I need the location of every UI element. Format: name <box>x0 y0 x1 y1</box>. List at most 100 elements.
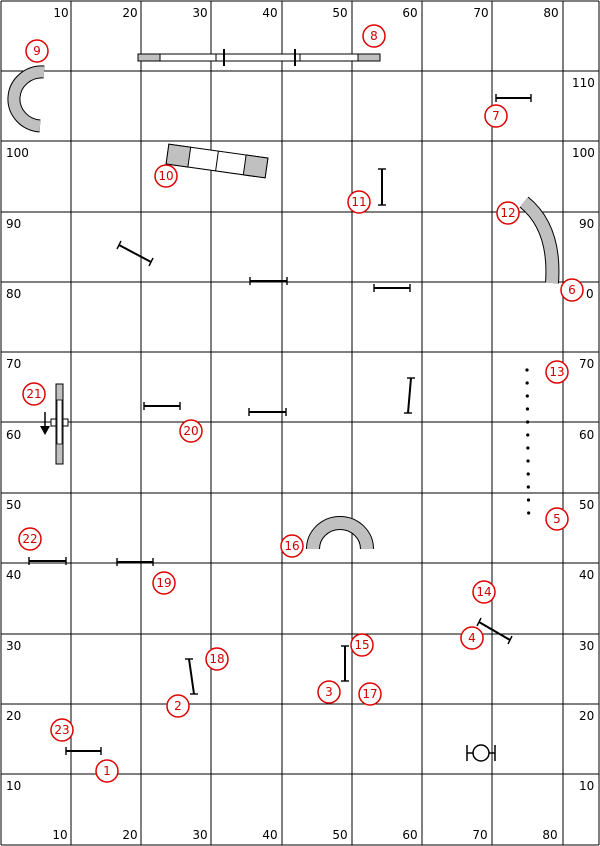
weave-pole <box>526 459 530 463</box>
bottom-label: 10 <box>52 828 67 842</box>
svg-text:19: 19 <box>156 576 171 590</box>
svg-text:17: 17 <box>362 687 377 701</box>
jump <box>341 645 349 682</box>
tunnel <box>7 65 45 133</box>
bottom-label: 70 <box>472 828 487 842</box>
obstacle-number-22: 22 <box>18 527 42 551</box>
svg-text:14: 14 <box>476 585 491 599</box>
bottom-label: 30 <box>192 828 207 842</box>
tunnel <box>519 196 560 284</box>
obstacle-number-10: 10 <box>154 164 178 188</box>
top-label: 50 <box>332 6 347 20</box>
obstacle-number-17: 17 <box>358 682 382 706</box>
jump <box>378 168 386 206</box>
aframe <box>165 143 269 179</box>
obstacle-number-11: 11 <box>347 190 371 214</box>
obstacle-number-3: 3 <box>317 680 341 704</box>
weave-pole <box>525 368 529 372</box>
obstacle-number-5: 5 <box>545 507 569 531</box>
left-label: 50 <box>6 498 21 512</box>
obstacle-number-7: 7 <box>484 104 508 128</box>
svg-text:7: 7 <box>492 109 500 123</box>
right-label: 110 <box>572 76 595 90</box>
weave-pole <box>526 472 530 476</box>
obstacle-number-19: 19 <box>152 571 176 595</box>
weave-pole <box>525 394 529 398</box>
obstacles <box>7 49 560 762</box>
top-label: 60 <box>402 6 417 20</box>
left-label: 70 <box>6 357 21 371</box>
jump <box>404 377 415 414</box>
svg-text:18: 18 <box>209 652 224 666</box>
svg-text:20: 20 <box>183 424 198 438</box>
obstacle-number-4: 4 <box>460 626 484 650</box>
jump <box>116 558 154 566</box>
jump <box>476 617 513 645</box>
right-label: 40 <box>579 568 594 582</box>
jump <box>373 284 411 292</box>
weave-pole <box>526 446 530 450</box>
obstacle-number-9: 9 <box>25 39 49 63</box>
obstacle-number-1: 1 <box>95 759 119 783</box>
obstacle-number-18: 18 <box>205 647 229 671</box>
jump <box>249 277 288 285</box>
obstacle-number-8: 8 <box>362 24 386 48</box>
top-label: 40 <box>262 6 277 20</box>
top-label: 10 <box>53 6 68 20</box>
arrow-icon <box>40 412 50 435</box>
svg-text:15: 15 <box>354 638 369 652</box>
svg-text:2: 2 <box>174 699 182 713</box>
svg-text:4: 4 <box>468 631 476 645</box>
right-label: 90 <box>579 217 594 231</box>
weave-pole <box>526 498 531 502</box>
obstacle-number-16: 16 <box>280 534 304 558</box>
svg-text:16: 16 <box>284 539 299 553</box>
svg-text:9: 9 <box>33 44 41 58</box>
weave-pole <box>526 433 530 437</box>
obstacle-number-15: 15 <box>350 633 374 657</box>
svg-text:1: 1 <box>103 764 111 778</box>
left-label: 10 <box>6 779 21 793</box>
obstacle-number-21: 21 <box>22 382 46 406</box>
bottom-label: 50 <box>332 828 347 842</box>
obstacle-number-23: 23 <box>50 718 74 742</box>
bottom-label: 40 <box>262 828 277 842</box>
obstacle-number-2: 2 <box>166 694 190 718</box>
right-label: 100 <box>572 146 595 160</box>
weave-poles <box>525 368 531 515</box>
weave-pole <box>525 381 529 385</box>
obstacle-number-14: 14 <box>472 580 496 604</box>
svg-text:13: 13 <box>549 365 564 379</box>
right-label: 70 <box>579 357 594 371</box>
weave-pole <box>526 420 530 424</box>
top-label: 70 <box>473 6 488 20</box>
left-label: 20 <box>6 709 21 723</box>
dogwalk <box>137 49 381 66</box>
left-label: 100 <box>6 146 29 160</box>
top-label: 20 <box>122 6 137 20</box>
right-label: 30 <box>579 639 594 653</box>
obstacle-number-12: 12 <box>496 201 520 225</box>
right-label: 60 <box>579 428 594 442</box>
jump <box>143 402 181 410</box>
obstacle-number-20: 20 <box>179 419 203 443</box>
tunnel <box>306 516 374 550</box>
svg-text:22: 22 <box>22 532 37 546</box>
seesaw <box>50 383 69 465</box>
jump <box>495 94 532 102</box>
bottom-label: 80 <box>542 828 557 842</box>
right-label: 0 <box>586 287 594 301</box>
svg-text:23: 23 <box>54 723 69 737</box>
top-label: 80 <box>543 6 558 20</box>
svg-text:5: 5 <box>553 512 561 526</box>
svg-text:6: 6 <box>568 283 576 297</box>
tyre <box>466 744 496 762</box>
left-label: 80 <box>6 287 21 301</box>
bottom-label: 20 <box>122 828 137 842</box>
weave-pole <box>525 407 530 411</box>
weave-pole <box>527 511 531 515</box>
jump <box>65 747 102 755</box>
jump <box>248 408 287 416</box>
